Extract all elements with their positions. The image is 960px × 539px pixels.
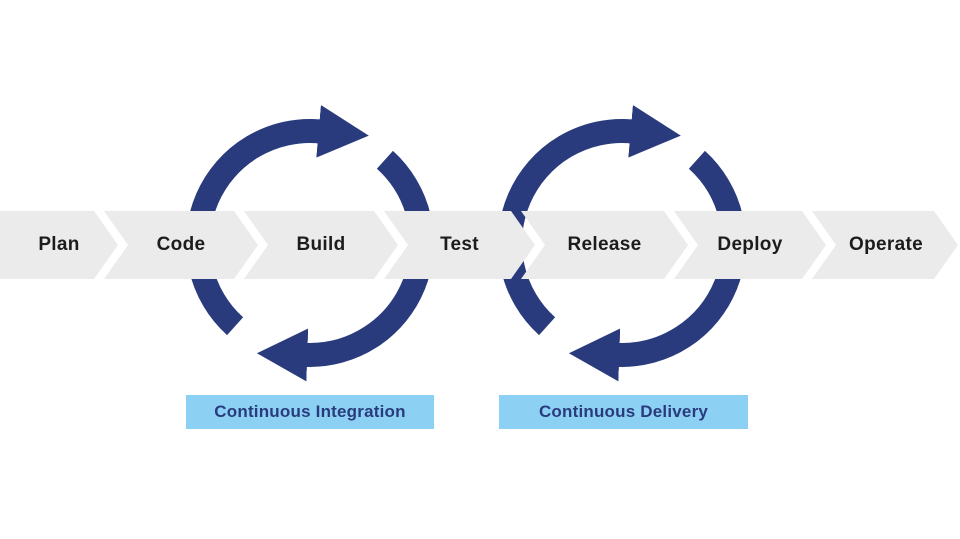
stage-chevron-test <box>384 211 535 279</box>
stage-chevron-build <box>244 211 398 279</box>
stage-label-deploy: Deploy <box>717 234 783 255</box>
stage-label-code: Code <box>156 234 206 255</box>
stage-chevron-code <box>104 211 258 279</box>
stage-label-release: Release <box>567 234 642 255</box>
stage-chevron-operate <box>812 211 958 279</box>
stage-label-test: Test <box>440 234 479 255</box>
stage-label-plan: Plan <box>38 234 80 255</box>
stage-label-operate: Operate <box>849 234 923 255</box>
continuous-delivery-label: Continuous Delivery <box>499 395 748 429</box>
cd-cycle-arrows-icon <box>498 104 746 382</box>
stage-chevron-release <box>521 211 688 279</box>
stage-label-build: Build <box>296 234 346 255</box>
stage-chevron-plan <box>0 211 118 279</box>
ci-cycle-arrows-icon <box>186 104 434 382</box>
continuous-integration-label: Continuous Integration <box>186 395 434 429</box>
stage-chevron-deploy <box>674 211 826 279</box>
